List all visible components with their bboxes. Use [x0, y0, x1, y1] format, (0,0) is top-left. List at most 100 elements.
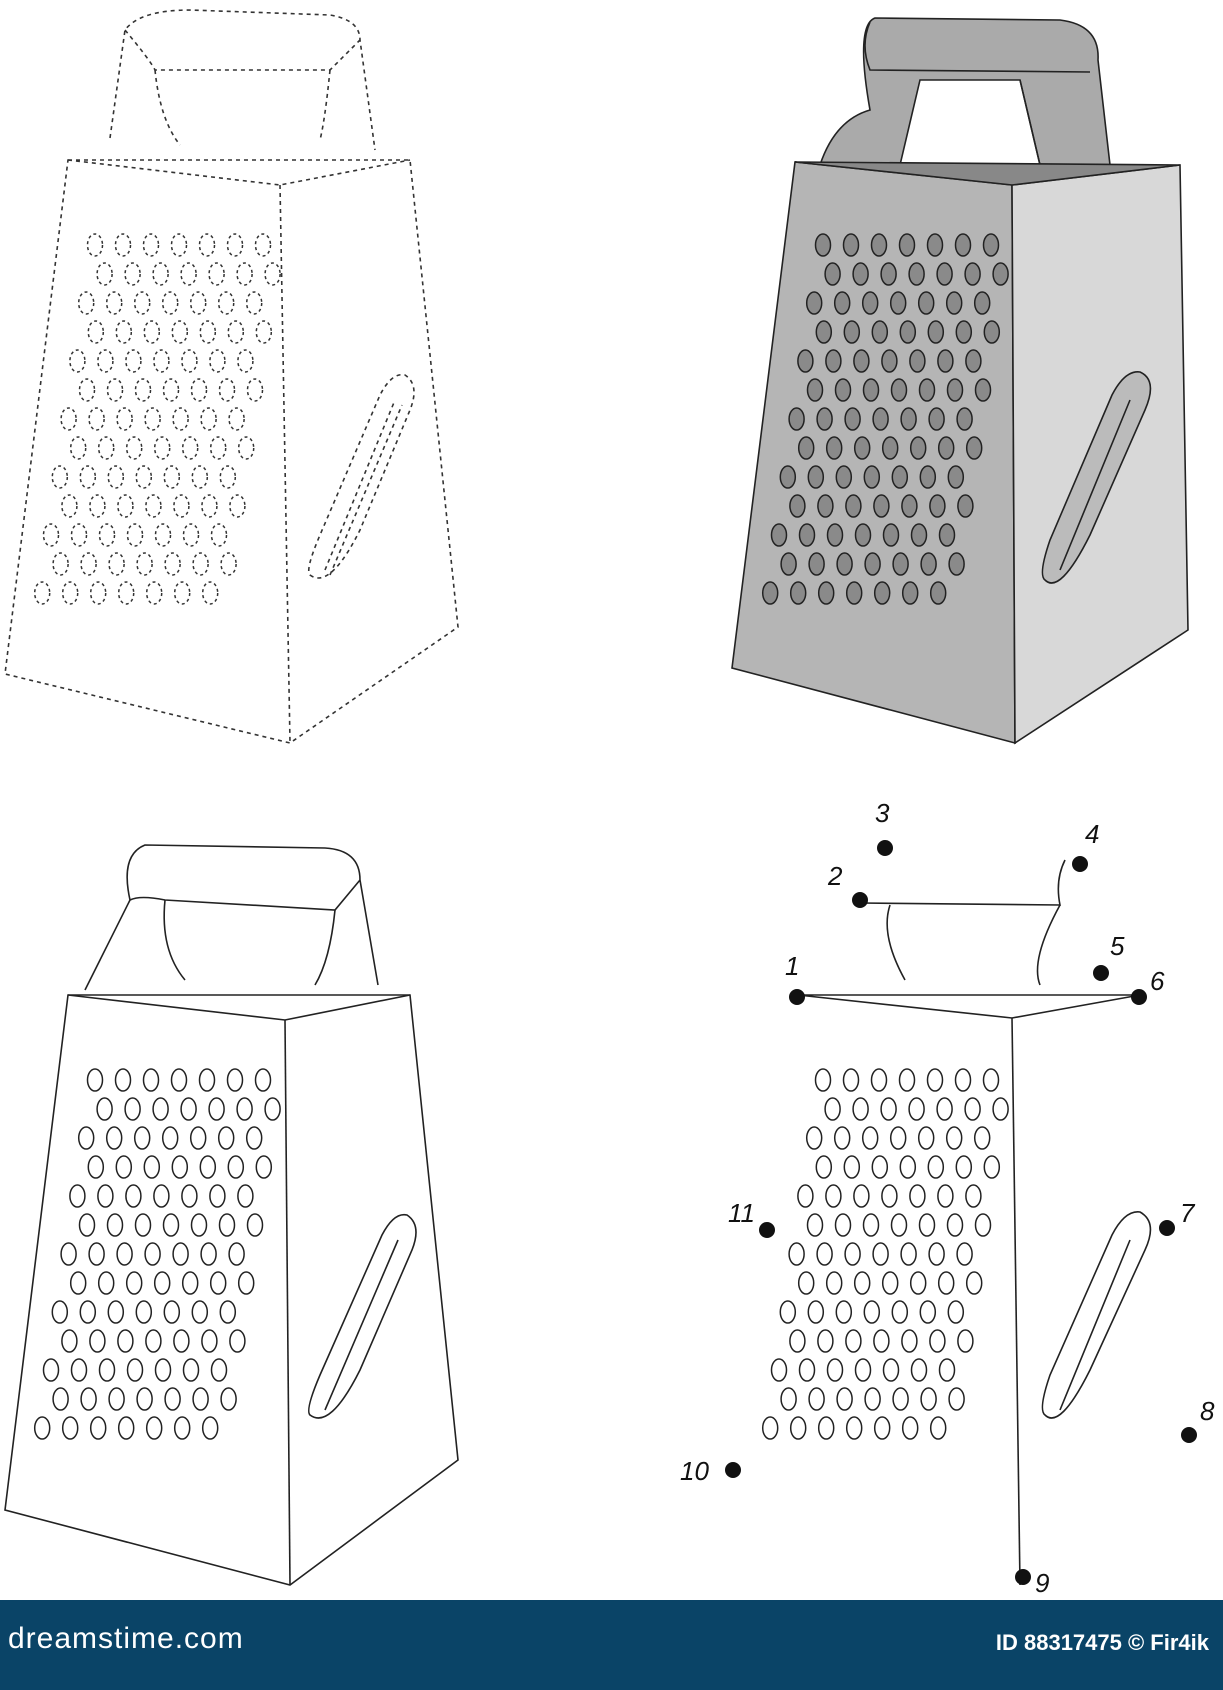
grater-hole: [948, 1387, 965, 1411]
grater-hole: [98, 523, 116, 547]
grater-hole: [80, 552, 97, 576]
grater-hole: [254, 233, 272, 257]
grater-hole: [229, 1329, 246, 1353]
grater-hole: [826, 523, 844, 547]
grater-hole: [124, 262, 141, 286]
grater-hole: [929, 581, 947, 605]
grater-hole: [162, 1213, 180, 1237]
grater-hole: [824, 1097, 841, 1121]
grater-hole: [908, 262, 925, 286]
grater-hole: [891, 1300, 909, 1324]
grater-hole: [854, 523, 872, 547]
grater-hole: [108, 1387, 125, 1411]
grater-hole: [96, 262, 113, 286]
grater-hole: [918, 378, 936, 402]
grater-hole: [97, 349, 114, 373]
grater-hole: [191, 1300, 209, 1324]
dashed-grater: [4, 9, 459, 744]
grater-hole: [87, 1155, 105, 1179]
grater-hole: [200, 407, 217, 431]
grater-hole: [220, 552, 237, 576]
grater-hole: [825, 436, 843, 460]
grater-hole: [33, 581, 51, 605]
grater-hole: [836, 1387, 853, 1411]
grater-hole: [844, 407, 861, 431]
grater-hole: [964, 262, 981, 286]
grater-hole: [78, 378, 96, 402]
grater-hole: [901, 1416, 919, 1440]
brand-logo[interactable]: dreamstime.com: [8, 1622, 244, 1655]
grater-hole: [936, 1097, 953, 1121]
grater-hole: [88, 407, 105, 431]
grater-hole: [920, 552, 937, 576]
grater-hole: [264, 262, 281, 286]
grater-hole: [761, 1416, 779, 1440]
grater-hole: [955, 320, 973, 344]
grater-hole: [929, 494, 946, 518]
grater-hole: [881, 1184, 898, 1208]
grater-hole: [69, 1271, 87, 1295]
grater-hole: [983, 320, 1001, 344]
grater-hole: [845, 1329, 862, 1353]
dot-4: [1072, 856, 1088, 872]
grater-hole: [117, 581, 135, 605]
grater-hole: [873, 494, 890, 518]
grater-hole: [910, 1358, 928, 1382]
grater-hole: [51, 1300, 69, 1324]
grater-hole: [805, 291, 823, 315]
dot-11: [759, 1222, 775, 1238]
grater-hole: [835, 1300, 853, 1324]
grater-hole: [957, 494, 974, 518]
grater-hole: [853, 1271, 871, 1295]
grater-hole: [201, 581, 219, 605]
grater-hole: [973, 291, 991, 315]
grater-hole: [864, 1387, 881, 1411]
grater-hole: [164, 552, 181, 576]
grater-hole: [908, 1097, 925, 1121]
grater-hole: [842, 1068, 860, 1092]
grater-hole: [965, 1184, 982, 1208]
grater-hole: [209, 349, 226, 373]
grater-hole: [97, 1271, 115, 1295]
grater-hole: [920, 1387, 937, 1411]
grater-hole: [853, 349, 870, 373]
grater-hole: [180, 1097, 197, 1121]
grater-hole: [900, 1242, 917, 1266]
grater-hole: [805, 1126, 823, 1150]
grater-hole: [842, 233, 860, 257]
grater-hole: [79, 1300, 97, 1324]
grater-hole: [833, 1126, 851, 1150]
grater-hole: [163, 465, 181, 489]
grater-hole: [170, 233, 188, 257]
grater-hole: [255, 320, 273, 344]
grater-hole: [948, 552, 965, 576]
grater-hole: [965, 436, 983, 460]
dot-2: [852, 892, 868, 908]
grater-hole: [237, 436, 255, 460]
dot-5: [1093, 965, 1109, 981]
grater-hole: [806, 1213, 824, 1237]
grater-hole: [834, 378, 852, 402]
grater-hole: [135, 1300, 153, 1324]
grater-hole: [845, 581, 863, 605]
grater-hole: [817, 1329, 834, 1353]
grater-hole: [116, 407, 133, 431]
grater-hole: [892, 1387, 909, 1411]
grater-hole: [125, 349, 142, 373]
grater-hole: [954, 1068, 972, 1092]
grater-hole: [142, 1068, 160, 1092]
grater-hole: [808, 552, 825, 576]
grater-hole: [890, 378, 908, 402]
grater-hole: [209, 436, 227, 460]
grater-hole: [900, 407, 917, 431]
grater-hole: [161, 1126, 179, 1150]
grater-hole: [779, 465, 797, 489]
grater-hole: [910, 523, 928, 547]
grater-holes: [33, 233, 1009, 1440]
grater-hole: [164, 1387, 181, 1411]
grater-hole: [901, 1329, 918, 1353]
grater-hole: [873, 581, 891, 605]
grater-hole: [246, 378, 264, 402]
dot-10: [725, 1462, 741, 1478]
grater-hole: [945, 291, 963, 315]
